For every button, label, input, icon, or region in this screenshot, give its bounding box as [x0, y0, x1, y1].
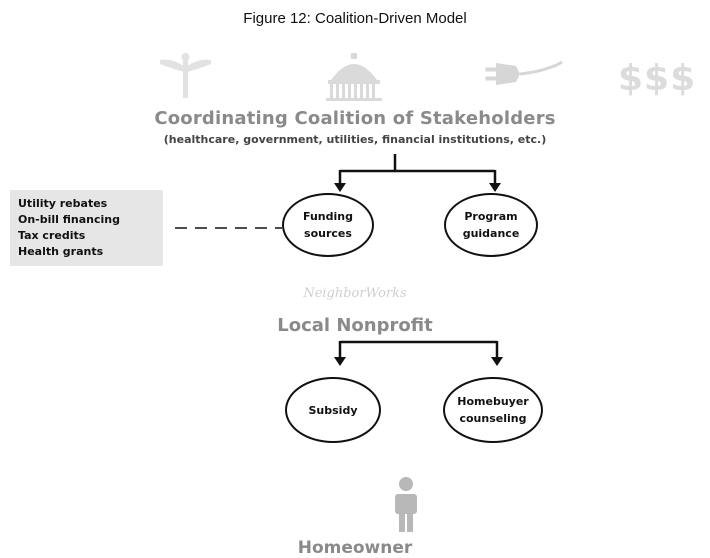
nonprofit-title: Local Nonprofit: [277, 315, 433, 336]
example-item: Utility rebates: [18, 197, 108, 210]
coalition-split-arrow: [338, 154, 497, 184]
caduceus-icon: [160, 53, 211, 98]
subsidy-node: Subsidy: [285, 377, 381, 443]
neighborworks-logo: NeighborWorks: [303, 286, 407, 301]
homeowner-title: Homeowner: [297, 538, 413, 558]
program-guidance-node: Program guidance: [444, 193, 538, 257]
person-icon: [395, 477, 417, 532]
counseling-node: Homebuyer counseling: [443, 377, 543, 443]
guidance-line1: Program: [464, 210, 518, 223]
arrowhead-funding: [334, 183, 346, 192]
coalition-subtitle: (healthcare, government, utilities, fina…: [163, 133, 547, 146]
figure-title: Figure 12: Coalition-Driven Model: [243, 10, 467, 27]
subsidy-label: Subsidy: [308, 403, 358, 417]
nonprofit-split-arrow: [338, 340, 499, 358]
funding-sources-node: Funding sources: [282, 193, 374, 257]
funding-examples-box: Utility rebates On-bill financing Tax cr…: [10, 190, 163, 266]
counseling-line2: counseling: [459, 412, 527, 425]
arrowhead-subsidy: [334, 357, 346, 366]
coalition-title: Coordinating Coalition of Stakeholders: [154, 108, 556, 129]
example-item: Tax credits: [18, 229, 86, 242]
power-plug-icon: [485, 60, 563, 85]
counseling-line1: Homebuyer: [457, 395, 529, 408]
arrowhead-counseling: [491, 357, 503, 366]
example-item: Health grants: [18, 245, 104, 258]
guidance-line2: guidance: [462, 227, 520, 240]
dollar-signs-icon: $$$: [618, 58, 697, 99]
funding-line2: sources: [304, 227, 352, 240]
arrowhead-guidance: [489, 183, 501, 192]
funding-line1: Funding: [303, 210, 353, 223]
example-item: On-bill financing: [18, 213, 120, 226]
capitol-building-icon: [326, 53, 382, 101]
